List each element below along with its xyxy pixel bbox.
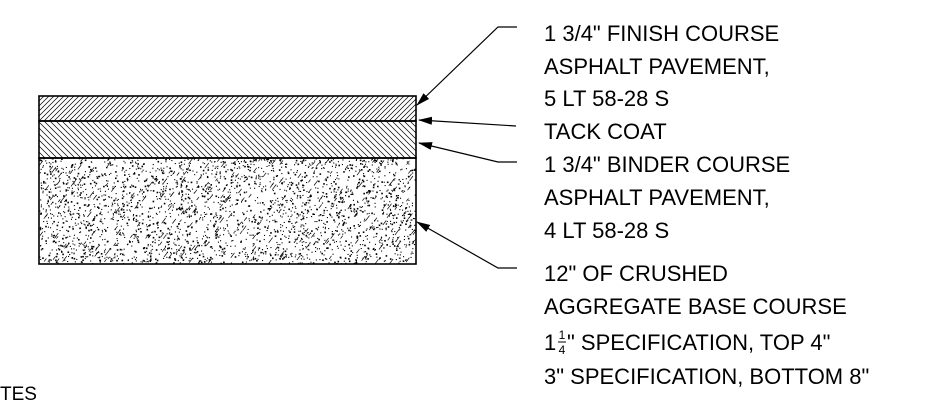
binder-course-line1: 1 3/4" BINDER COURSE (544, 152, 790, 177)
finish-course-layer (38, 95, 417, 122)
fraction-numerator: 1 (559, 328, 566, 342)
aggregate-base-line2: AGGREGATE BASE COURSE (544, 294, 847, 319)
leader-binder-course (418, 142, 517, 163)
aggregate-base-line1: 12" OF CRUSHED (544, 261, 728, 286)
tack-coat-label: TACK COAT (544, 119, 667, 144)
binder-course-line3: 4 LT 58-28 S (544, 218, 669, 243)
aggregate-base-line4: 3" SPECIFICATION, BOTTOM 8" (544, 364, 869, 389)
leader-tack-coat (418, 116, 517, 127)
notes-fragment: TES (0, 384, 37, 403)
aggregate-base-line3: 1 1 4 " SPECIFICATION, TOP 4" (544, 328, 830, 357)
leader-aggregate-base (416, 221, 517, 269)
finish-course-line1: 1 3/4" FINISH COURSE (544, 21, 779, 46)
finish-course-line2: ASPHALT PAVEMENT, (544, 54, 770, 79)
aggregate-base-line3-prefix: 1 (544, 330, 556, 355)
binder-course-layer (38, 120, 417, 159)
binder-course-line2: ASPHALT PAVEMENT, (544, 185, 770, 210)
leader-finish-course (416, 26, 517, 106)
aggregate-base-line3-rest: " SPECIFICATION, TOP 4" (567, 330, 830, 355)
aggregate-base-label: 12" OF CRUSHED AGGREGATE BASE COURSE 1 1… (544, 261, 869, 389)
finish-course-label: 1 3/4" FINISH COURSE ASPHALT PAVEMENT, 5… (544, 21, 779, 111)
aggregate-base-layer (38, 157, 417, 265)
leader-lines (416, 26, 517, 269)
fraction-denominator: 4 (559, 343, 566, 357)
finish-course-line3: 5 LT 58-28 S (544, 86, 669, 111)
binder-course-label: 1 3/4" BINDER COURSE ASPHALT PAVEMENT, 4… (544, 152, 790, 243)
